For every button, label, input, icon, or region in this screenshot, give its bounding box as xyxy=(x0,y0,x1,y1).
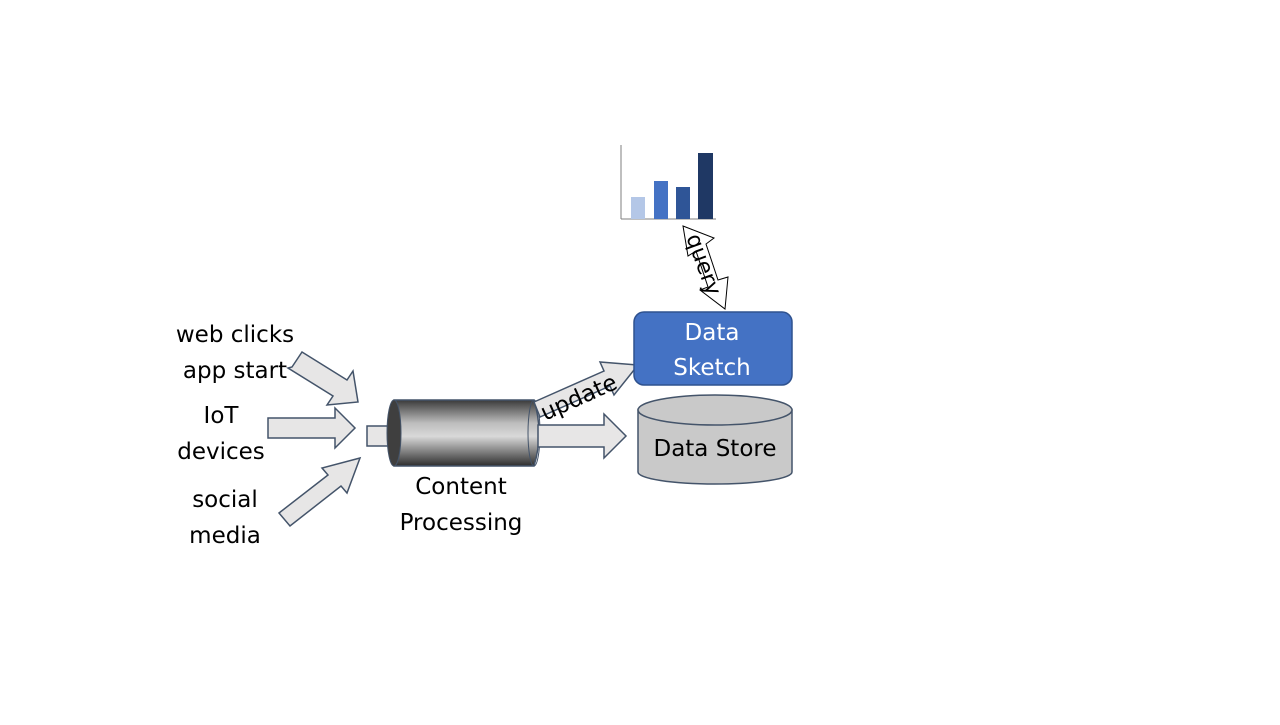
arrow-web-clicks xyxy=(286,350,359,406)
mini-bar-chart-icon xyxy=(620,145,716,220)
data-sketch-box xyxy=(633,311,793,386)
arrow-update xyxy=(533,361,640,419)
arrow-to-data-store xyxy=(537,412,628,460)
source-iot-label-line2: devices xyxy=(177,439,265,465)
data-store-cylinder xyxy=(637,394,793,485)
content-processing-pipe xyxy=(386,399,541,467)
arrow-social-media xyxy=(277,456,362,528)
processing-label-line2: Processing xyxy=(400,510,523,536)
data-sketch-label-line2: Sketch xyxy=(673,355,751,381)
source-app-start-label: app start xyxy=(183,358,287,384)
source-social-label-line2: media xyxy=(189,523,261,549)
source-web-clicks-label: web clicks xyxy=(176,322,294,348)
mini-chart-bar-1 xyxy=(631,197,645,219)
data-sketch-label-line1: Data xyxy=(685,320,740,346)
mini-chart-bar-3 xyxy=(676,187,690,219)
processing-label-line1: Content xyxy=(415,474,506,500)
source-iot-label-line1: IoT xyxy=(204,403,240,429)
mini-chart-bar-4 xyxy=(698,153,713,219)
arrow-iot-devices xyxy=(267,406,357,450)
source-social-label-line1: social xyxy=(192,487,258,513)
query-label: query xyxy=(681,231,726,299)
mini-chart-bar-2 xyxy=(654,181,668,219)
arrow-query-bidirectional xyxy=(682,225,729,310)
data-store-label: Data Store xyxy=(653,436,776,462)
